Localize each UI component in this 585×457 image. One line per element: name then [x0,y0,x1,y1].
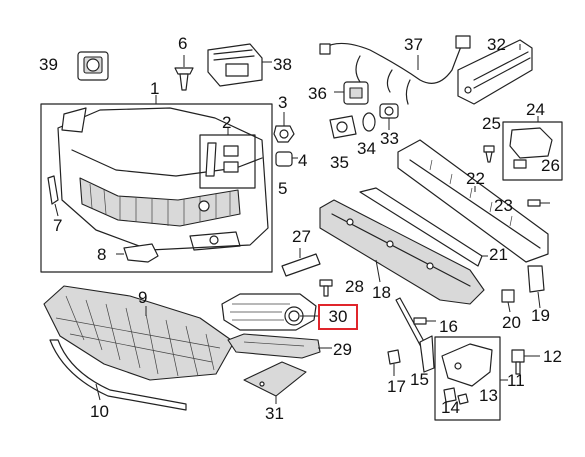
part-31-shield [243,361,307,404]
callout-13: 13 [479,386,498,405]
callout-7: 7 [53,216,63,235]
callout-36: 36 [308,84,327,103]
callout-28: 28 [345,277,364,296]
callout-27: 27 [292,227,311,246]
part-36-sensor [334,81,369,105]
callout-23: 23 [494,196,513,215]
callout-16: 16 [439,317,458,336]
part-32-impact-bar [457,39,533,105]
part-8-cap [116,243,159,263]
parts-3-4-5-fasteners [273,112,298,167]
callout-20: 20 [502,313,521,332]
callout-11: 11 [507,371,525,390]
callout-38: 38 [273,55,292,74]
part-9-lower-grille [43,285,235,381]
callout-6: 6 [178,34,188,53]
part-6-clip [174,55,194,91]
callout-37: 37 [404,35,423,54]
callout-26: 26 [541,156,560,175]
callout-35: 35 [330,153,349,172]
part-29-trim [227,333,332,359]
callout-30-highlighted: 30 [318,304,358,330]
part-1-bumper-cover-box [40,95,273,273]
part-27-bracket [281,248,321,277]
callout-21: 21 [489,245,508,264]
callout-19: 19 [531,306,550,325]
callout-4: 4 [298,151,308,170]
callout-24: 24 [526,100,545,119]
callout-15: 15 [410,370,429,389]
callout-39: 39 [39,55,58,74]
callout-8: 8 [97,245,107,264]
part-28-screw [319,279,333,297]
callout-34: 34 [357,139,376,158]
callout-31: 31 [265,404,284,423]
callout-10: 10 [90,402,109,421]
part-2-bracket-box [199,128,256,189]
callout-2: 2 [222,113,232,132]
callout-33: 33 [380,129,399,148]
part-12-bolt [511,349,540,375]
callout-29: 29 [333,340,352,359]
part-22-absorber [397,139,549,263]
part-11-bracket-box [434,336,508,421]
part-37-harness [319,35,471,105]
part-7-trim [47,175,59,217]
parts-15-16-17 [387,297,436,376]
callout-12: 12 [543,347,562,366]
callout-22: 22 [466,169,485,188]
part-23-bolt [527,199,550,207]
part-24-bracket-box [502,116,563,181]
callout-17: 17 [387,377,406,396]
callout-18: 18 [372,283,391,302]
part-30-fog-grille [221,293,318,331]
callout-9: 9 [138,288,148,307]
callout-1: 1 [150,79,160,98]
part-25-bolt [483,145,495,163]
part-38-module [207,43,272,87]
callout-32: 32 [487,35,506,54]
callout-3: 3 [278,93,288,112]
callout-5: 5 [278,179,288,198]
part-18-carrier [319,199,485,305]
part-39-sensor [77,51,109,81]
parts-33-34-35-sensors [329,103,399,139]
callout-25: 25 [482,114,501,133]
parts-19-20-brackets [501,265,545,313]
callout-14: 14 [441,398,460,417]
part-21-reinforcement [359,187,488,267]
part-10-strip [49,339,187,411]
